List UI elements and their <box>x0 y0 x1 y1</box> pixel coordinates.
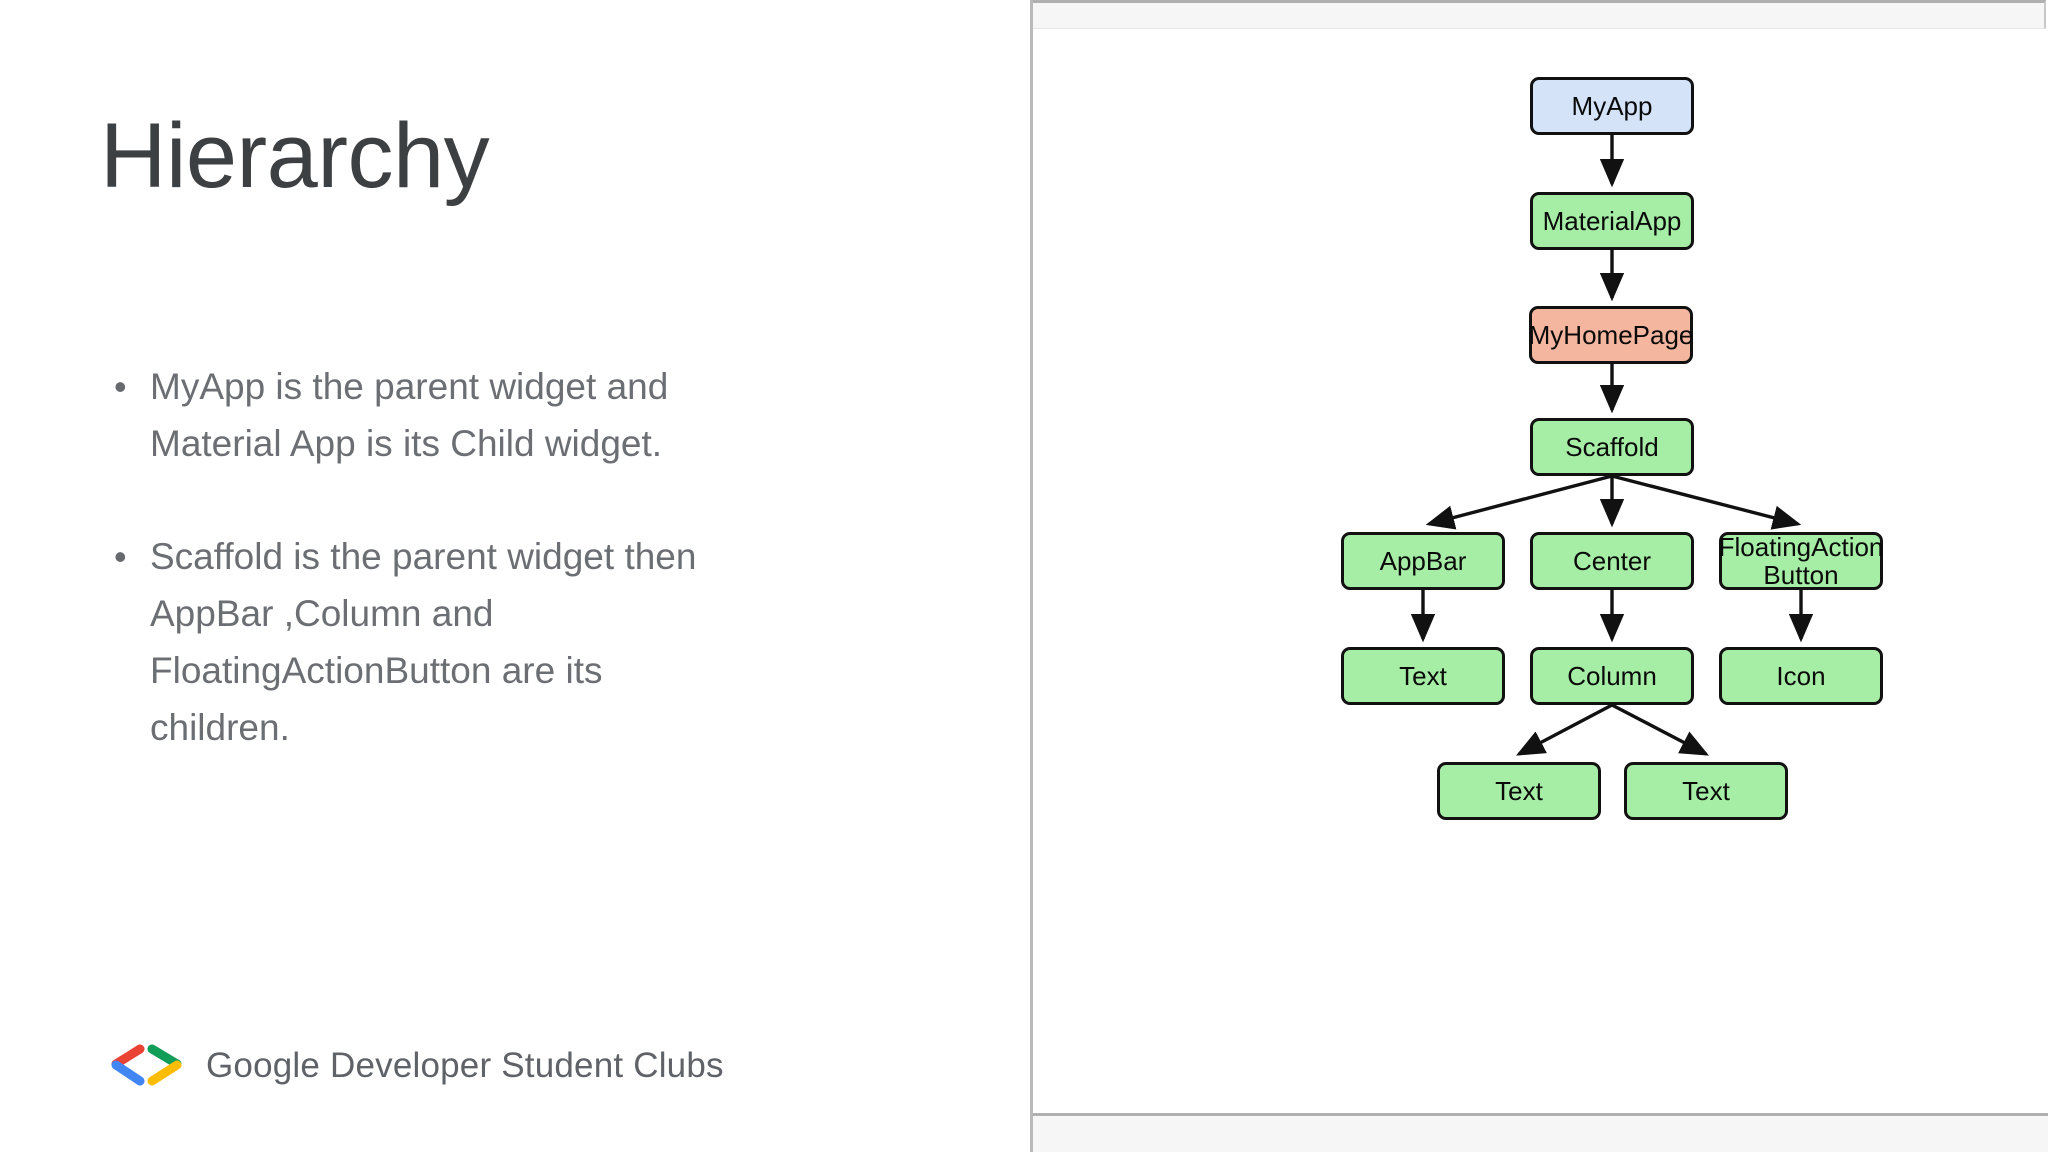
bullet-marker-icon: • <box>114 536 127 577</box>
edge-scaffold-appbar <box>1425 474 1613 530</box>
edge-column-text-left <box>1515 703 1613 756</box>
bullet-list: • MyApp is the parent widget and Materia… <box>104 358 864 812</box>
node-label: Text <box>1399 660 1447 691</box>
widget-hierarchy-diagram: MyApp MaterialApp MyHomePage Scaffold Ap… <box>1033 29 2048 1113</box>
gdsc-footer-logo: Google Developer Student Clubs <box>104 1040 724 1092</box>
bullet-marker-icon: • <box>114 366 127 407</box>
gdsc-chevrons-icon <box>104 1040 190 1092</box>
node-label: Text <box>1495 775 1543 806</box>
node-label: Scaffold <box>1565 431 1659 462</box>
list-item: • Scaffold is the parent widget then App… <box>104 528 864 756</box>
node-label: MyApp <box>1571 90 1653 121</box>
node-label: Center <box>1572 545 1652 576</box>
node-label: MyHomePage <box>1528 319 1694 350</box>
node-icon[interactable]: Icon <box>1719 647 1883 705</box>
node-label: FloatingAction Button <box>1718 531 1884 590</box>
gdsc-wordmark-text: Google Developer Student Clubs <box>206 1046 724 1085</box>
node-label: MaterialApp <box>1542 205 1682 236</box>
node-text-column-child-right[interactable]: Text <box>1624 762 1788 820</box>
slide-content-area: Hierarchy • MyApp is the parent widget a… <box>100 105 864 1092</box>
panel-top-bar <box>1033 0 2046 29</box>
node-label: Icon <box>1776 660 1826 691</box>
bullet-text: MyApp is the parent widget and Material … <box>150 366 669 464</box>
node-label: Text <box>1682 775 1730 806</box>
node-text-column-child-left[interactable]: Text <box>1437 762 1601 820</box>
node-appbar[interactable]: AppBar <box>1341 532 1505 590</box>
node-scaffold[interactable]: Scaffold <box>1530 418 1694 476</box>
panel-bottom-bar <box>1033 1113 2048 1152</box>
node-myapp[interactable]: MyApp <box>1530 77 1694 135</box>
node-text-appbar-child[interactable]: Text <box>1341 647 1505 705</box>
edge-scaffold-fab <box>1611 474 1802 530</box>
bullet-text: Scaffold is the parent widget then AppBa… <box>150 536 697 748</box>
node-center[interactable]: Center <box>1530 532 1694 590</box>
page-title: Hierarchy <box>100 105 490 207</box>
diagram-panel: MyApp MaterialApp MyHomePage Scaffold Ap… <box>1030 0 2048 1152</box>
node-label: Column <box>1567 660 1657 691</box>
node-label: AppBar <box>1379 545 1467 576</box>
node-myhomepage[interactable]: MyHomePage <box>1529 306 1693 364</box>
node-column[interactable]: Column <box>1530 647 1694 705</box>
node-floatingactionbutton[interactable]: FloatingAction Button <box>1719 532 1883 590</box>
edge-column-text-right <box>1611 703 1710 756</box>
list-item: • MyApp is the parent widget and Materia… <box>104 358 864 472</box>
diagram-edges <box>1410 135 1814 756</box>
node-materialapp[interactable]: MaterialApp <box>1530 192 1694 250</box>
